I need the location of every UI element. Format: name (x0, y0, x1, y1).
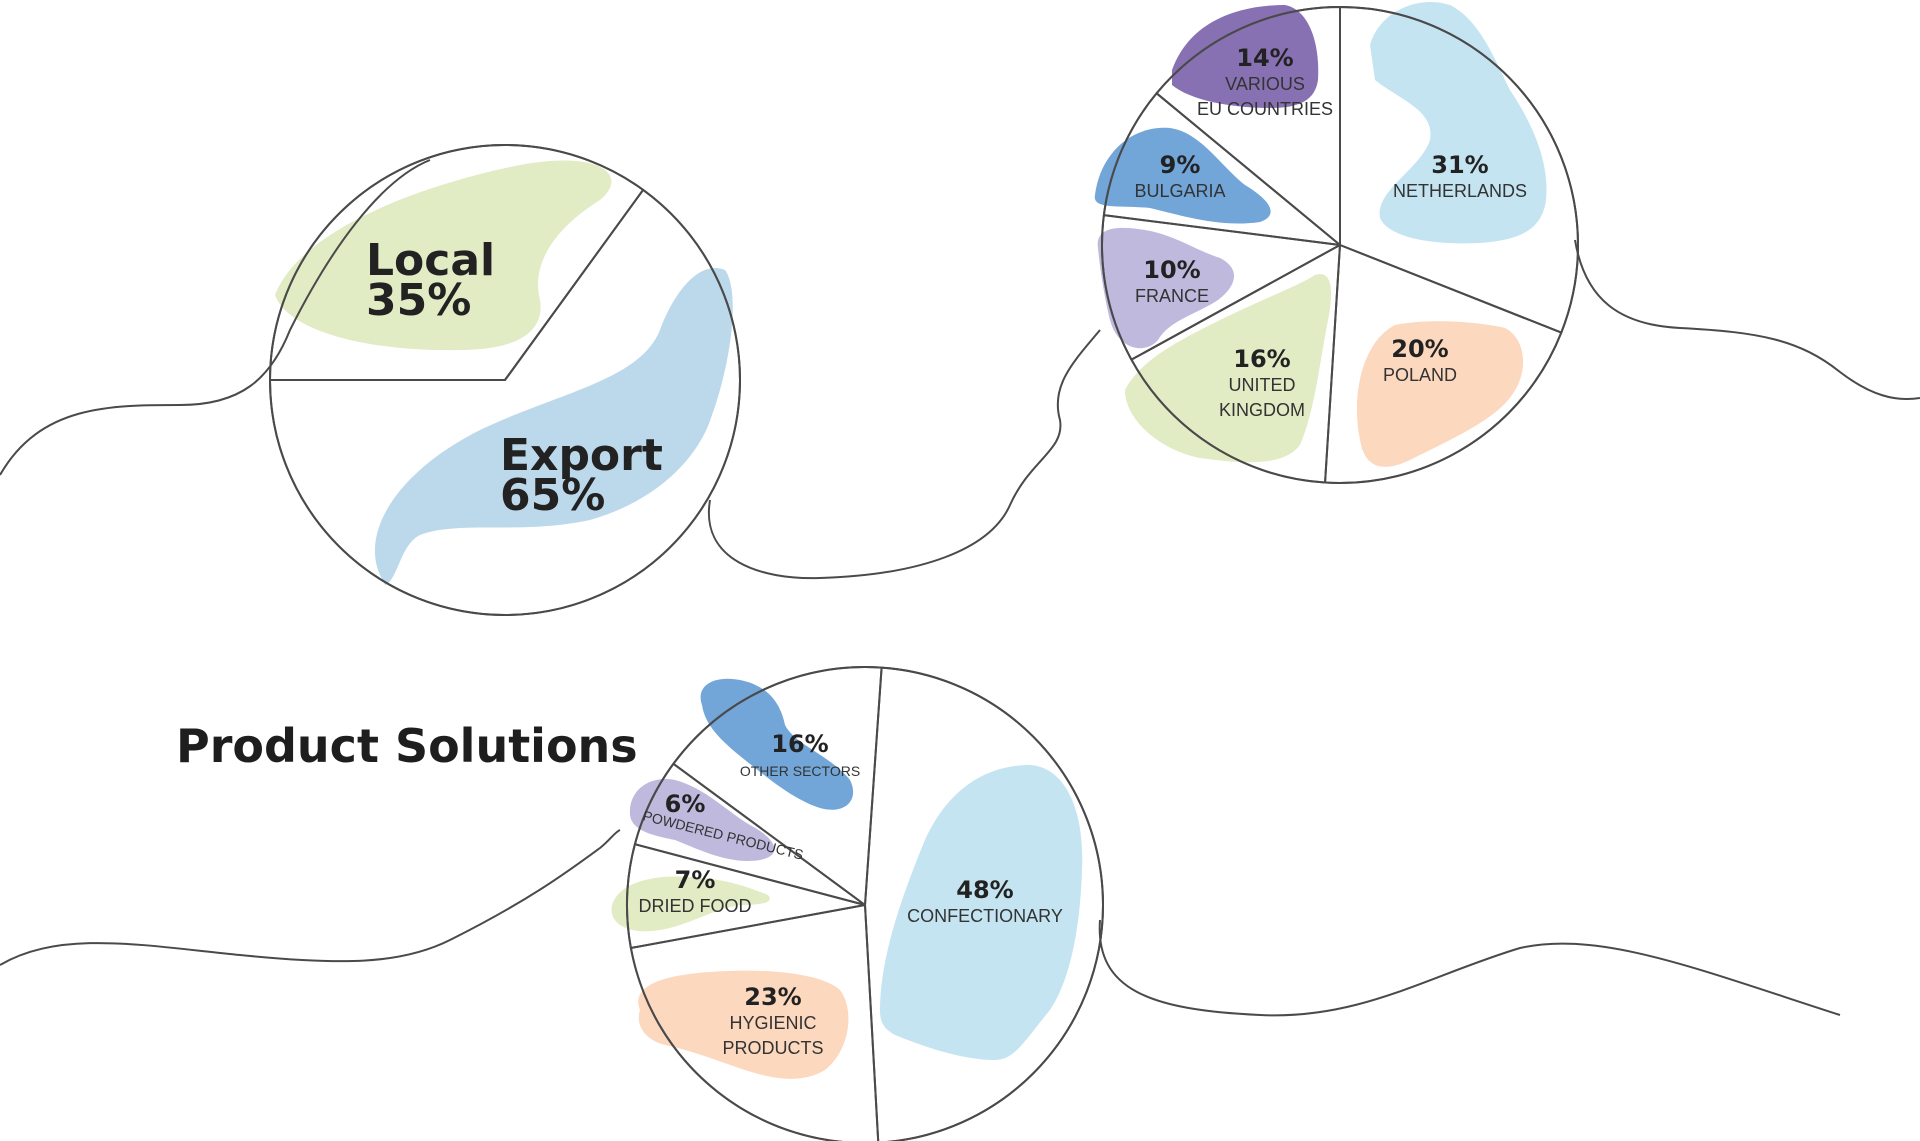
country-2-label-0: UNITED (1229, 375, 1296, 395)
product-0-value: 48% (956, 876, 1013, 904)
country-1-label-0: POLAND (1383, 365, 1457, 385)
local-value: 35% (366, 275, 471, 326)
local-label: Local (366, 235, 495, 286)
blob-france (1097, 227, 1235, 349)
blob-poland (1356, 321, 1524, 467)
connector-line-top (0, 159, 431, 476)
pie-1-slice-4 (1102, 92, 1341, 246)
blob-bulgaria (1094, 127, 1271, 224)
product-2-label-0: DRIED FOOD (638, 896, 751, 916)
pie-2-slice-0 (864, 666, 1105, 1141)
blob-powdered (629, 779, 775, 861)
pie-1-slice-3 (1101, 214, 1341, 361)
blob-various (1172, 5, 1319, 108)
product-2-value: 7% (675, 866, 716, 894)
pie-0-slice-1 (269, 188, 741, 616)
pie-2-slice-2 (626, 843, 866, 949)
product-1-label-0: HYGIENIC (729, 1013, 816, 1033)
color-blobs (275, 1, 1547, 1079)
country-2-label-1: KINGDOM (1219, 400, 1305, 420)
country-0-label-0: NETHERLANDS (1393, 181, 1527, 201)
connector-line-right (1574, 239, 1920, 401)
country-5-label-0: VARIOUS (1225, 74, 1305, 94)
country-0-value: 31% (1431, 151, 1488, 179)
export-label: Export (500, 430, 663, 481)
product-1-label-1: PRODUCTS (722, 1038, 823, 1058)
country-5-value: 14% (1236, 44, 1293, 72)
page-title: Product Solutions (176, 719, 638, 773)
blob-netherlands (1370, 1, 1547, 244)
blob-hygienic (638, 970, 849, 1079)
pie-2-slice-4 (672, 666, 883, 906)
blob-local (275, 160, 612, 351)
pie-1-slice-2 (1130, 244, 1341, 484)
blob-uk (1125, 274, 1332, 463)
product-0-label-0: CONFECTIONARY (907, 906, 1063, 926)
product-1-value: 23% (744, 983, 801, 1011)
pie-1-slice-0 (1339, 6, 1579, 334)
connector-line-bottom-right (1098, 919, 1841, 1017)
product-4-label-0: OTHER SECTORS (740, 763, 860, 779)
pie-1-slice-1 (1324, 244, 1563, 484)
blob-other (700, 678, 854, 810)
country-3-label-0: FRANCE (1135, 286, 1209, 306)
blob-export (374, 268, 733, 585)
country-1-value: 20% (1391, 335, 1448, 363)
pie-1-slice-5 (1155, 6, 1341, 246)
country-5-label-1: EU COUNTRIES (1197, 99, 1333, 119)
country-3-value: 10% (1143, 256, 1200, 284)
export-value: 65% (500, 470, 605, 521)
blob-confectionary (880, 765, 1083, 1060)
product-3-value: 6% (665, 790, 706, 818)
blob-dried (611, 876, 770, 932)
pie-2-slice-1 (629, 904, 880, 1141)
pie-charts (269, 6, 1579, 1141)
country-4-label-0: BULGARIA (1134, 181, 1225, 201)
connector-line-middle (707, 329, 1101, 580)
product-4-value: 16% (771, 730, 828, 758)
country-4-value: 9% (1160, 151, 1201, 179)
connector-line-bottom-left (0, 829, 621, 966)
country-2-value: 16% (1233, 345, 1290, 373)
pie-0-slice-0 (269, 144, 645, 381)
